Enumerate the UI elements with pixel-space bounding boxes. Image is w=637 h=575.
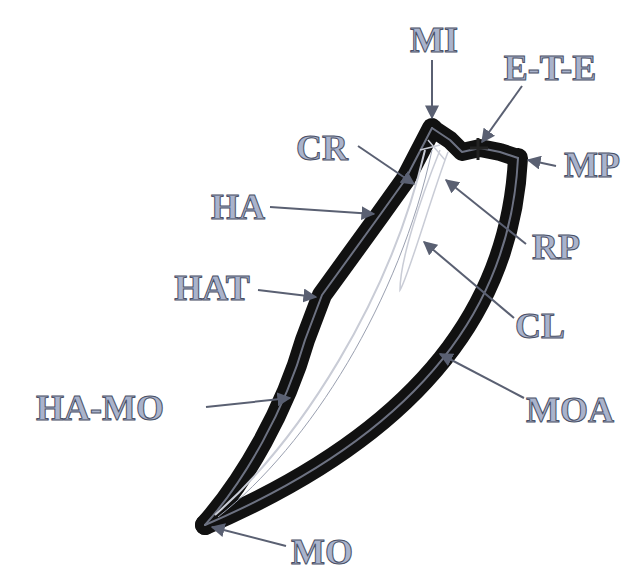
part-label: CL [515, 308, 565, 344]
outline [205, 128, 518, 525]
part-label: CR [296, 130, 348, 166]
leader-lines [206, 60, 556, 546]
part-label: RP [532, 229, 580, 265]
part-label: MI [410, 22, 458, 58]
part-label: HAT [174, 270, 249, 306]
part-label: E-T-E [504, 50, 597, 86]
part-label: MP [564, 147, 620, 183]
part-label: HA-MO [36, 390, 164, 426]
part-label: HA [211, 189, 265, 225]
part-label: MOA [526, 392, 614, 428]
part-label: MO [291, 534, 353, 570]
